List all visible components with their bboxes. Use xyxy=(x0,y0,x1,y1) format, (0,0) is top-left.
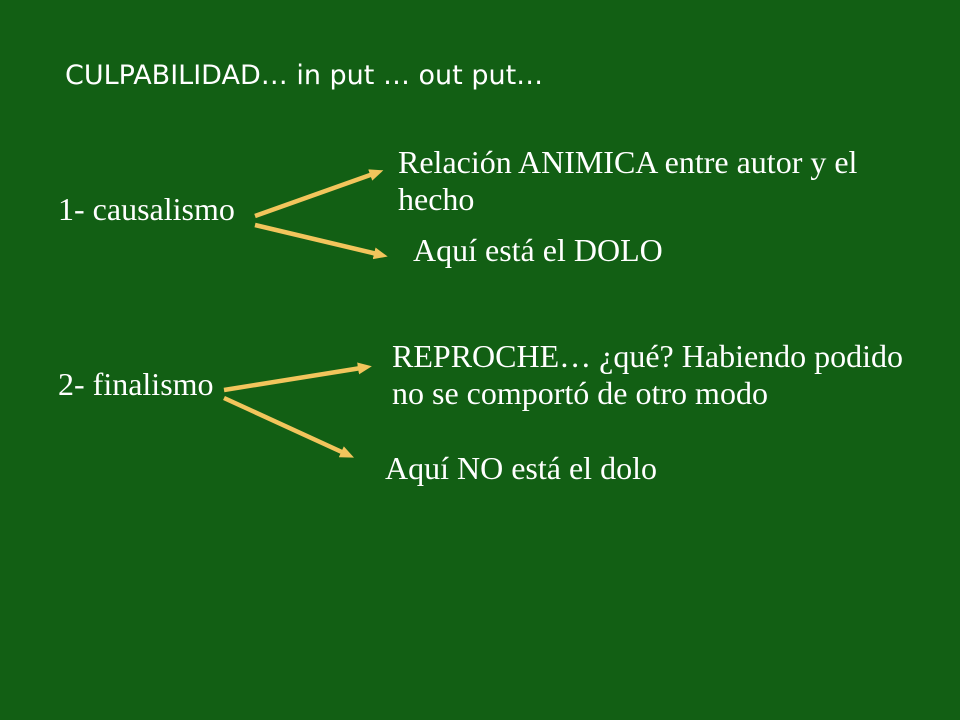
text-line: REPROCHE… ¿qué? Habiendo podido xyxy=(392,338,904,374)
finalismo-outcome-no-dolo: Aquí NO está el dolo xyxy=(385,450,657,487)
arrow-causalismo-to-dolo xyxy=(254,222,388,260)
causalismo-label: 1- causalismo xyxy=(58,191,235,227)
causalismo-outcome-dolo: Aquí está el DOLO xyxy=(413,232,663,269)
arrow-finalismo-to-reproche xyxy=(223,362,372,393)
text-line: no se comportó de otro modo xyxy=(392,375,768,411)
text-line: Aquí NO está el dolo xyxy=(385,450,657,486)
causalismo-outcome-relacion-animica: Relación ANIMICA entre autor y el hecho xyxy=(398,144,857,218)
text-line: Relación ANIMICA entre autor y el xyxy=(398,144,858,180)
text-line: hecho xyxy=(398,181,475,217)
finalismo-label: 2- finalismo xyxy=(58,366,214,402)
arrow-finalismo-to-no-dolo xyxy=(223,395,354,458)
finalismo-outcome-reproche: REPROCHE… ¿qué? Habiendo podido no se co… xyxy=(392,338,903,412)
arrow-causalismo-to-relacion-animica xyxy=(254,169,384,219)
text-line: Aquí está el DOLO xyxy=(413,232,663,268)
slide-title: CULPABILIDAD… in put … out put… xyxy=(65,60,544,91)
